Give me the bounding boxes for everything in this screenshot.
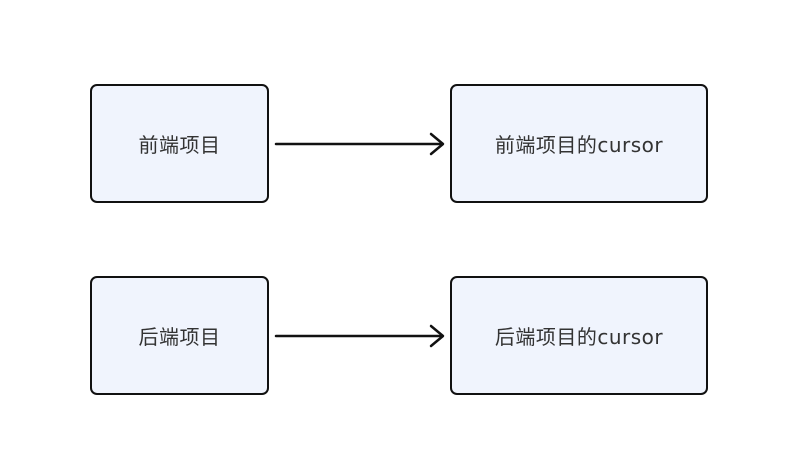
- backend-cursor-node[interactable]: 后端项目的cursor: [450, 276, 708, 395]
- backend-project-node[interactable]: 后端项目: [90, 276, 269, 395]
- backend-cursor-label: 后端项目的cursor: [494, 325, 664, 349]
- frontend-arrow: [274, 132, 445, 156]
- backend-project-label: 后端项目: [138, 325, 221, 349]
- backend-arrow: [274, 324, 445, 348]
- frontend-cursor-label: 前端项目的cursor: [494, 133, 664, 157]
- frontend-cursor-node[interactable]: 前端项目的cursor: [450, 84, 708, 203]
- frontend-project-node[interactable]: 前端项目: [90, 84, 269, 203]
- frontend-project-label: 前端项目: [138, 133, 221, 157]
